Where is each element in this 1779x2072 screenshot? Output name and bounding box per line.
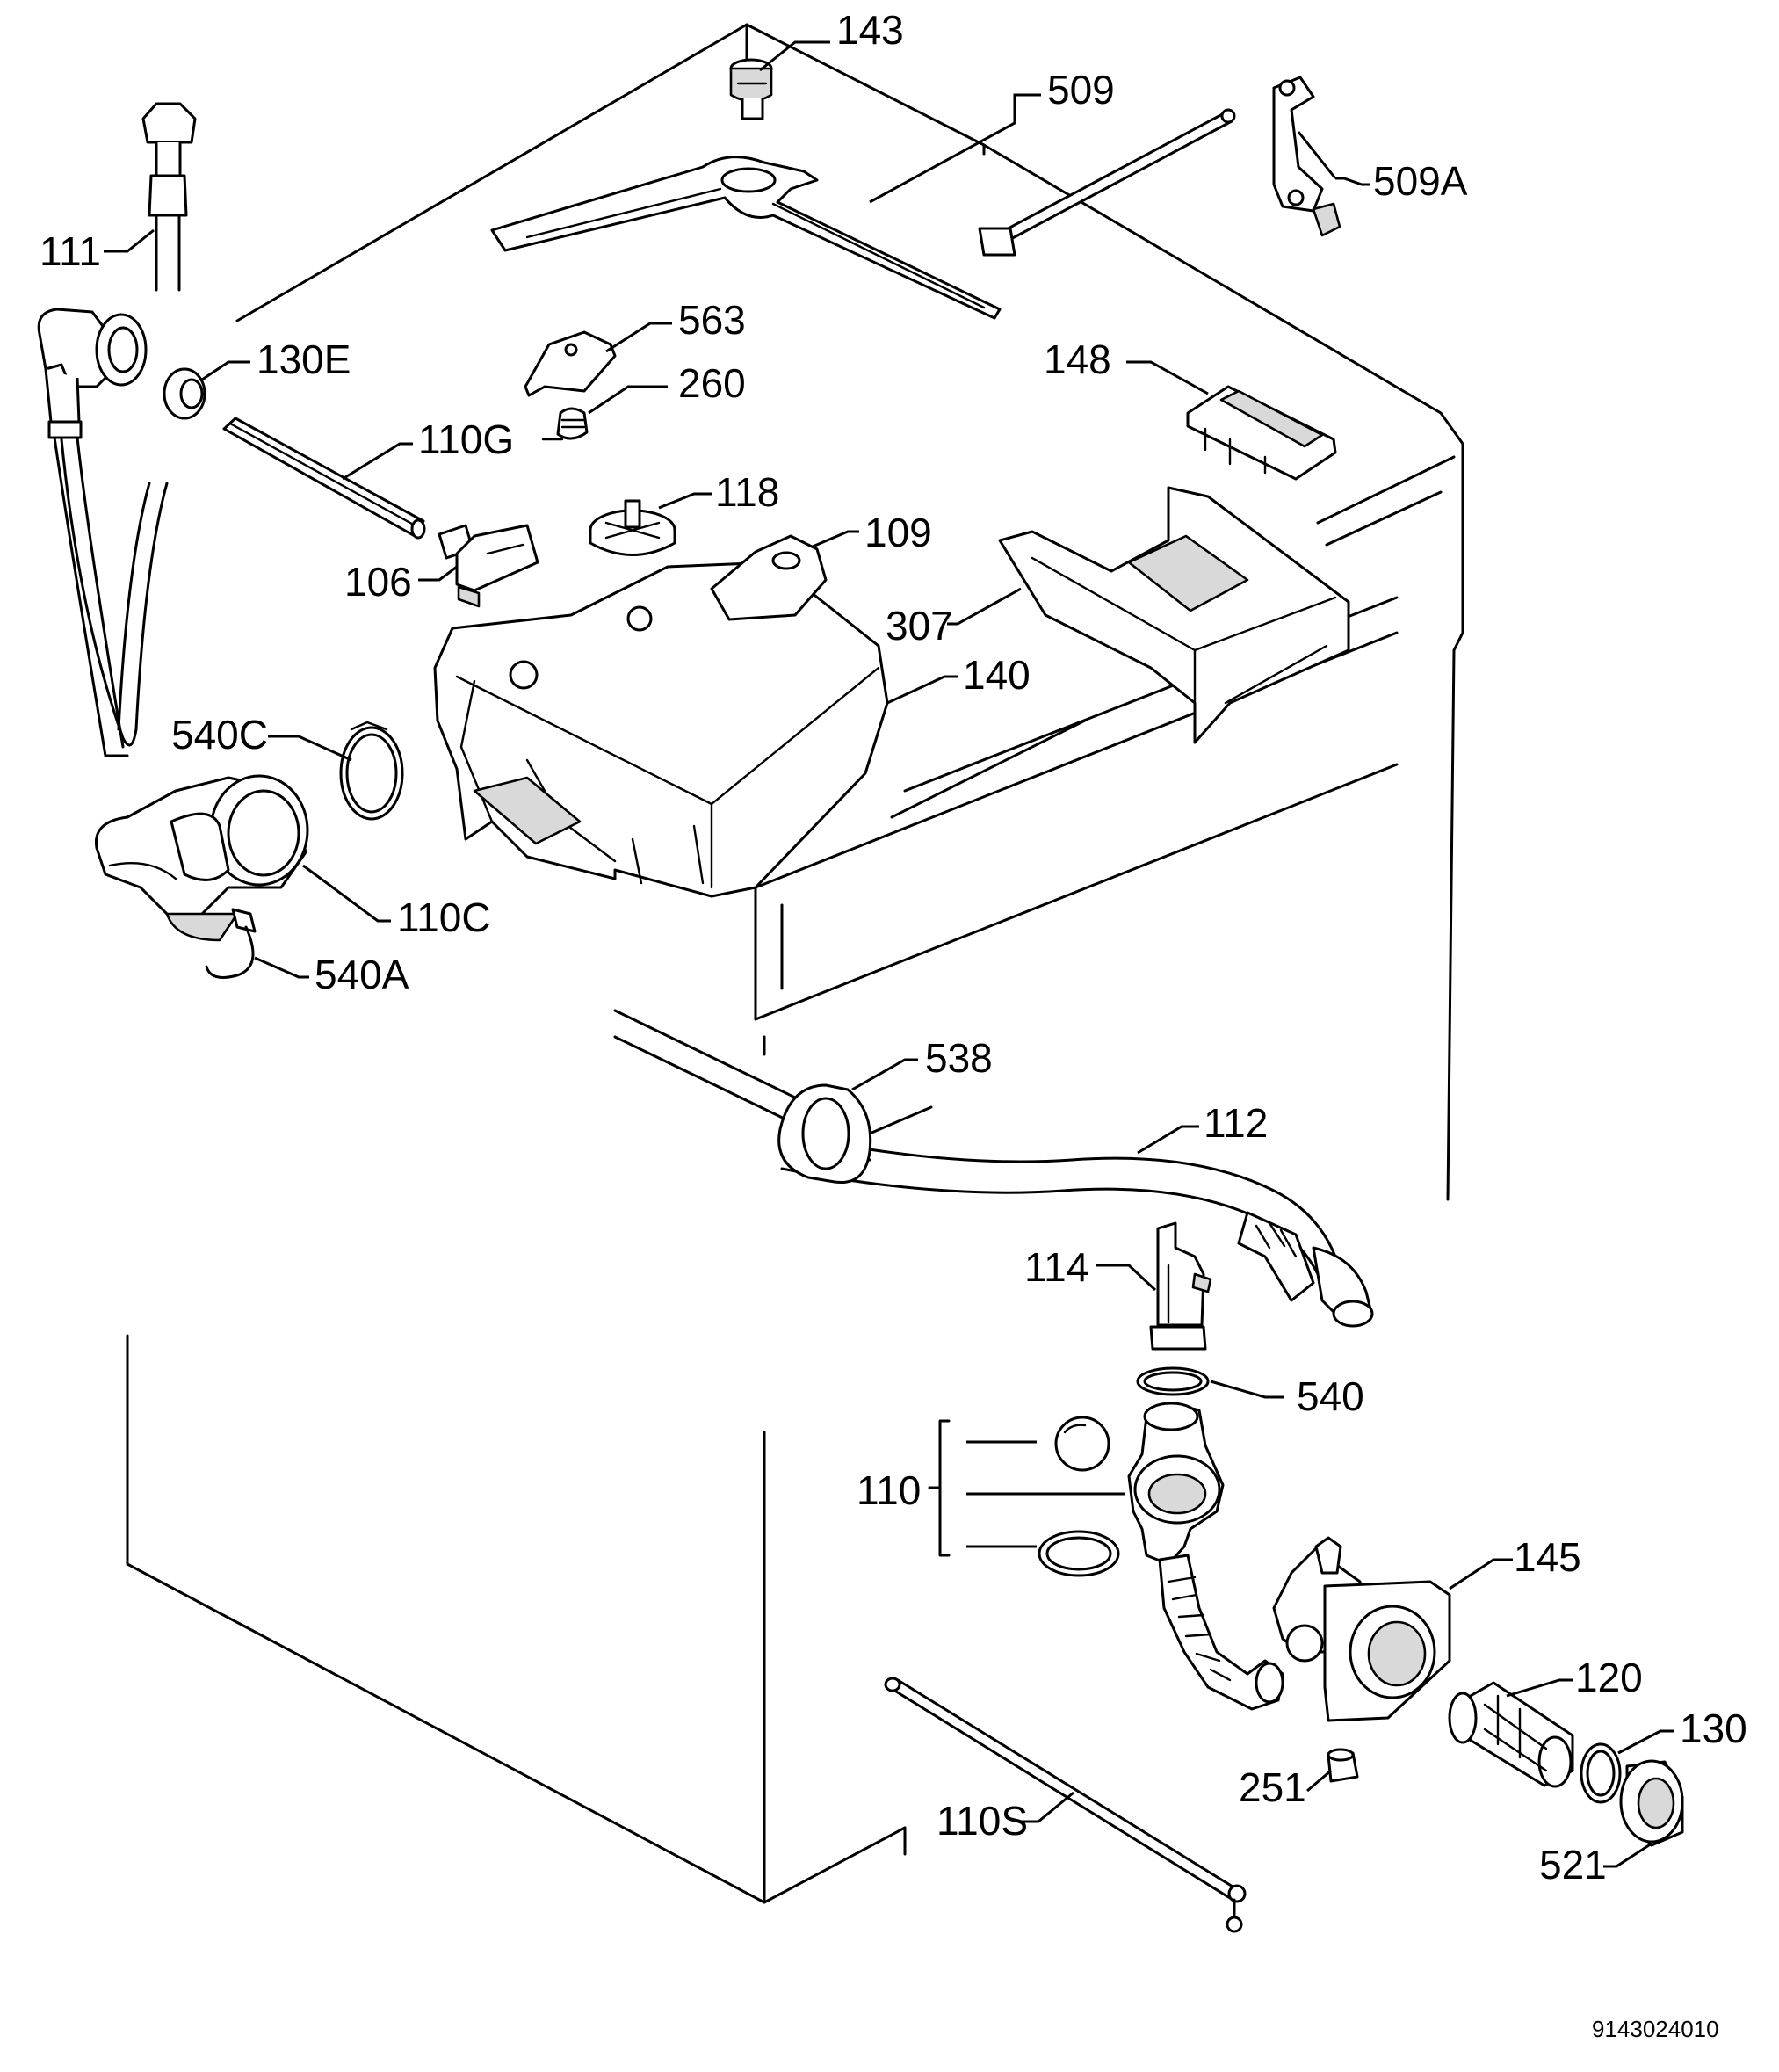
- leader-563: [605, 322, 672, 353]
- part-110-housing: [1127, 1402, 1225, 1566]
- label-260: 260: [678, 360, 746, 406]
- cabinet-outline: [126, 23, 1464, 1904]
- part-109-dispenser-top: [710, 534, 828, 621]
- part-538-grommet: [777, 1083, 872, 1185]
- part-120-filter: [1448, 1681, 1574, 1788]
- leader-509A: [1297, 131, 1370, 186]
- label-110S: 110S: [937, 1798, 1028, 1844]
- part-110-group: [928, 1419, 1125, 1557]
- leader-509: [869, 93, 1041, 204]
- leader-538: [851, 1058, 918, 1091]
- part-307-drawer: [998, 486, 1350, 744]
- leader-120: [1506, 1678, 1573, 1698]
- leader-110S: [1019, 1791, 1074, 1823]
- part-111-inlet-hose: [60, 102, 197, 747]
- part-521-cap: [1619, 1759, 1684, 1847]
- leader-106: [418, 565, 458, 582]
- label-540: 540: [1297, 1373, 1364, 1419]
- leader-540C: [268, 735, 352, 762]
- label-112: 112: [1204, 1100, 1268, 1146]
- label-106: 106: [344, 559, 412, 605]
- label-140: 140: [963, 652, 1031, 698]
- label-110C: 110C: [397, 895, 491, 940]
- part-118-gear: [589, 499, 676, 556]
- leader-130E: [201, 360, 250, 381]
- label-563: 563: [678, 297, 746, 343]
- part-110S-rod: [884, 1677, 1247, 1933]
- leader-307: [947, 587, 1022, 626]
- leader-140: [886, 675, 958, 705]
- part-110-ball: [1054, 1416, 1110, 1472]
- leader-130: [1617, 1729, 1674, 1755]
- label-509: 509: [1047, 67, 1115, 112]
- leader-111: [104, 228, 155, 253]
- label-251: 251: [1239, 1764, 1306, 1810]
- label-521: 521: [1539, 1842, 1607, 1887]
- label-130: 130: [1680, 1706, 1747, 1751]
- label-109: 109: [864, 510, 932, 555]
- part-114-air-chamber: [1149, 1221, 1212, 1351]
- label-130E: 130E: [257, 337, 351, 382]
- part-130E-grommet: [163, 367, 206, 420]
- leader-145: [1449, 1558, 1513, 1590]
- part-540A-clip: [205, 908, 257, 979]
- part-110G-tube: [222, 417, 426, 540]
- part-260-spring: [556, 407, 589, 440]
- leader-143: [759, 40, 830, 72]
- leader-110C: [302, 864, 391, 923]
- leader-148: [1126, 360, 1209, 395]
- label-145: 145: [1514, 1534, 1581, 1580]
- part-112-drain-hose: [780, 1132, 1374, 1328]
- label-538: 538: [925, 1035, 993, 1081]
- leader-540: [1210, 1380, 1284, 1399]
- label-118: 118: [715, 469, 779, 515]
- part-110-ring: [1038, 1530, 1120, 1577]
- part-hose-elbow: [37, 308, 148, 757]
- label-540C: 540C: [171, 712, 268, 757]
- document-number: 9143024010: [1592, 2016, 1719, 2042]
- label-509A: 509A: [1373, 158, 1468, 204]
- part-251-plug: [1327, 1748, 1359, 1783]
- leader-112: [1137, 1125, 1199, 1155]
- label-148: 148: [1044, 337, 1111, 382]
- leader-251: [1306, 1769, 1332, 1793]
- leader-521: [1603, 1842, 1652, 1868]
- label-111: 111: [40, 228, 101, 274]
- part-563-cover: [524, 330, 617, 397]
- part-140-dispenser-housing: [433, 561, 889, 898]
- label-110: 110: [857, 1467, 921, 1513]
- label-120: 120: [1575, 1655, 1643, 1700]
- part-pump-hose: [1158, 1554, 1284, 1711]
- label-110G: 110G: [418, 417, 514, 462]
- leader-109: [812, 530, 859, 548]
- part-106-valve: [438, 524, 539, 608]
- part-540-ring: [1136, 1366, 1210, 1396]
- part-145-pump-housing: [1272, 1536, 1451, 1722]
- part-143-knob: [729, 58, 773, 120]
- part-509A-arm: [1272, 76, 1341, 237]
- label-143: 143: [836, 7, 904, 53]
- part-509-lever: [490, 156, 1002, 320]
- part-130-seal: [1580, 1742, 1622, 1804]
- part-540C-clamp: [339, 721, 404, 821]
- part-148-insert: [1186, 385, 1337, 481]
- leader-114: [1096, 1264, 1157, 1292]
- label-307: 307: [886, 603, 953, 648]
- leader-540A: [254, 956, 309, 979]
- part-110C-bellows: [94, 774, 309, 942]
- label-114: 114: [1024, 1244, 1088, 1290]
- leader-260: [588, 385, 668, 415]
- leader-118: [658, 492, 712, 510]
- label-540A: 540A: [315, 952, 409, 997]
- part-509-rod: [978, 108, 1236, 257]
- leader-110G: [342, 442, 413, 481]
